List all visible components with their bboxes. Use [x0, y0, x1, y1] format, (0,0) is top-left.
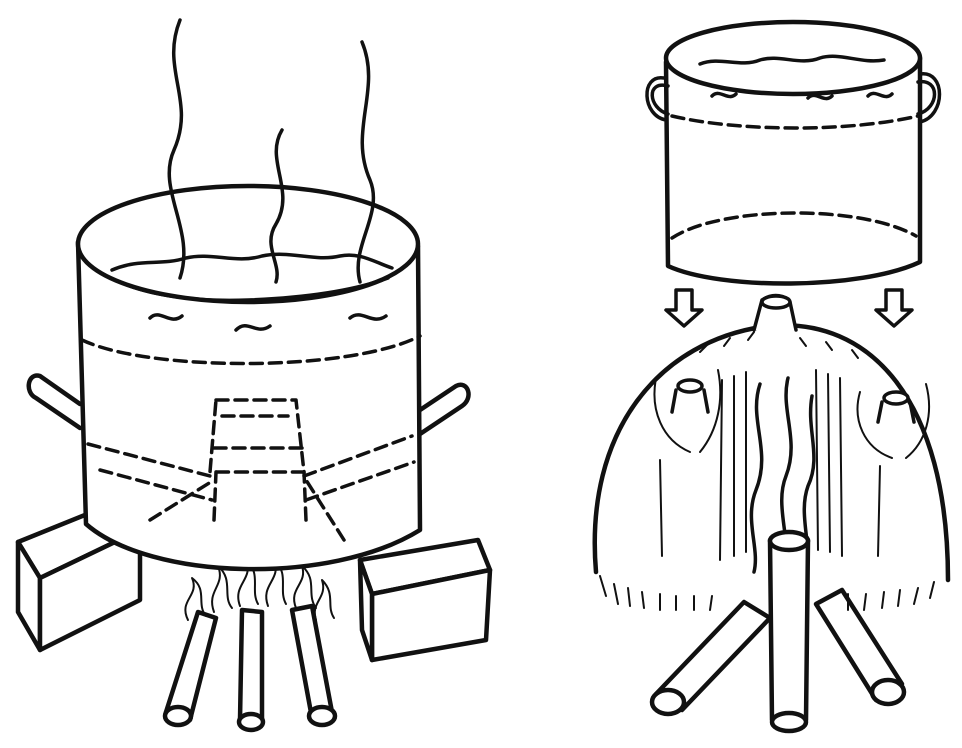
- down-arrow-icon: [666, 290, 702, 326]
- firewood-logs: [165, 606, 335, 730]
- stove-front-log: [770, 532, 808, 731]
- right-cooking-pot: [647, 22, 940, 284]
- right-pot-handle: [420, 385, 469, 434]
- left-pot-handle: [29, 375, 80, 428]
- right-panel: [595, 22, 948, 731]
- down-arrow-icon: [876, 290, 912, 326]
- left-cooking-pot: [78, 186, 420, 569]
- right-support-brick: [360, 540, 490, 660]
- left-panel: [18, 20, 490, 730]
